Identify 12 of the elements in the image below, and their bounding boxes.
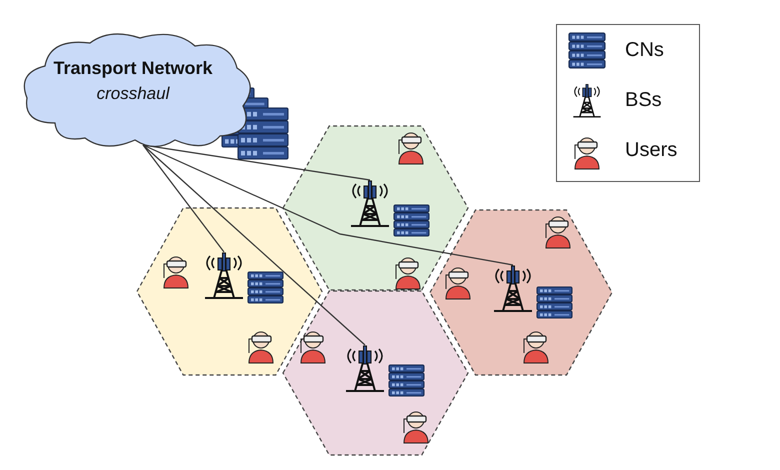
connection-line <box>142 144 366 346</box>
cell-tower-icon <box>348 180 392 228</box>
cell-tower-icon <box>491 265 535 313</box>
cell-tower-icon <box>202 252 246 300</box>
connection-line <box>142 144 224 252</box>
connection-line <box>142 144 514 266</box>
cell-tower-icon <box>343 345 387 393</box>
legend-label: CNs <box>625 39 664 62</box>
cloud-subtitle: crosshaul <box>96 84 171 104</box>
legend-label: BSs <box>625 89 662 112</box>
cloud-title: Transport Network <box>52 58 214 79</box>
legend-label: Users <box>625 139 678 162</box>
